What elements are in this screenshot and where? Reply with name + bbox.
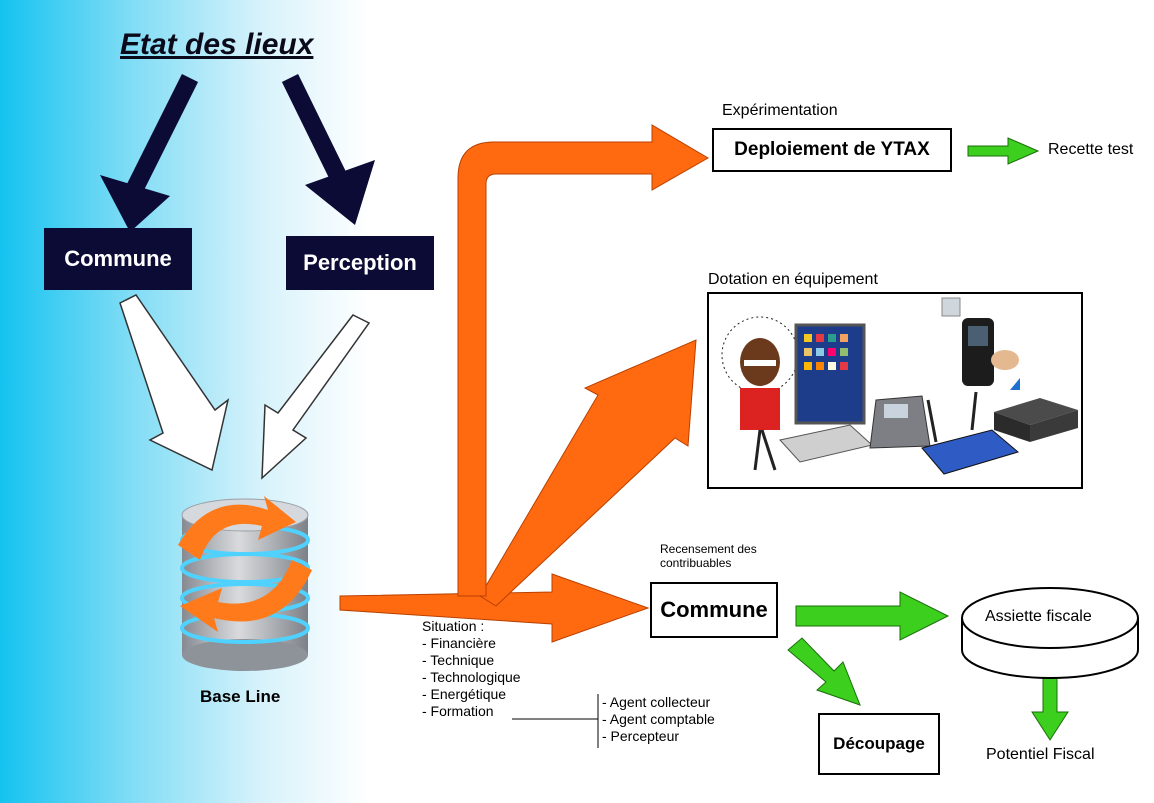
dotation-label: Dotation en équipement [708,271,878,288]
commune-box-left: Commune [44,228,192,290]
agents-list: - Agent collecteur - Agent comptable - P… [602,694,715,745]
green-arrow-decoupage [787,637,861,706]
person-illustration [721,316,799,471]
agent-item: - Agent comptable [602,711,715,727]
situation-item: - Financière [422,635,496,651]
title-etat-des-lieux: Etat des lieux [120,28,314,61]
orange-arrow-main [339,573,650,643]
router-illustration [921,391,1020,475]
commune-left-label: Commune [64,246,172,271]
situation-item: - Energétique [422,686,507,702]
agent-item: - Percepteur [602,728,680,744]
commune-right-label: Commune [660,597,768,622]
green-arrow-assiette [795,591,950,641]
green-arrow-recette [967,137,1040,165]
situation-list: Situation : - Financière - Technique - T… [422,618,521,720]
navy-arrow-right [281,74,375,225]
decoupage-label: Découpage [833,734,925,753]
potentiel-fiscal-label: Potentiel Fiscal [986,746,1095,763]
navy-arrow-left [100,73,199,232]
equipment-panel [707,292,1083,489]
situation-item: - Technique [422,652,495,668]
recensement-label: Recensement des contribuables [660,542,757,570]
desk-phone-illustration [869,395,931,449]
deploiement-box: Deploiement de YTAX [712,128,952,172]
outline-arrow-right [261,314,371,480]
monitor-illustration [779,323,874,463]
deploiement-label: Deploiement de YTAX [734,139,930,160]
database-icon [178,496,312,671]
perception-box: Perception [286,236,434,290]
base-line-label: Base Line [200,687,281,706]
agent-item: - Agent collecteur [602,694,711,710]
handheld-pda-illustration [941,297,1020,390]
outline-arrow-left [119,294,230,472]
recette-test-label: Recette test [1048,141,1134,158]
experimentation-label: Expérimentation [722,102,838,119]
decoupage-box: Découpage [818,713,940,775]
perception-label: Perception [303,250,417,275]
commune-box-right: Commune [650,582,778,638]
assiette-disc [961,587,1139,679]
formation-connector [512,694,599,748]
situation-item: - Formation [422,703,494,719]
assiette-fiscale-label: Assiette fiscale [985,608,1092,625]
orange-arrow-to-equipment [479,339,697,607]
orange-arrow-to-ytax [457,124,709,597]
network-switch-illustration [994,398,1078,442]
situation-item: - Technologique [422,669,521,685]
situation-heading: Situation : [422,618,485,634]
